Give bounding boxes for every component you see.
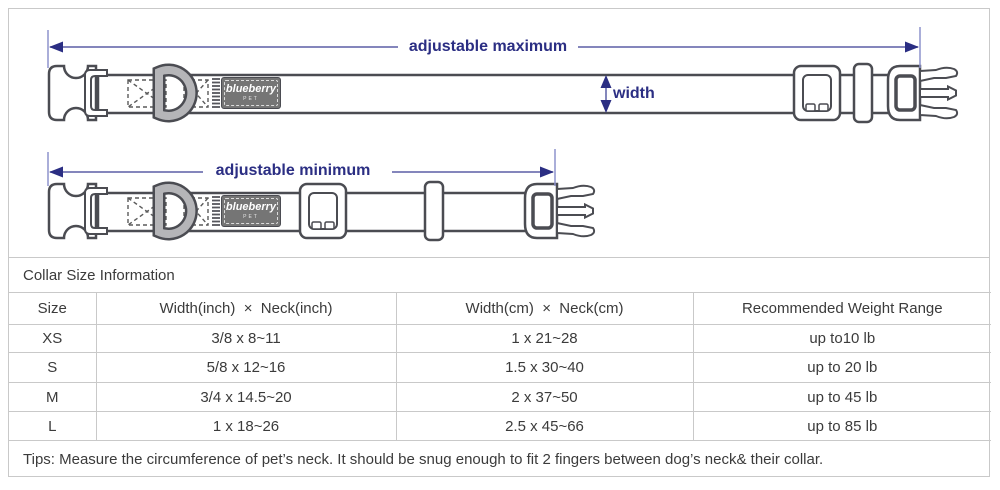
tips-text: Tips: Measure the circumference of pet’s… — [23, 450, 824, 468]
adjustable-minimum-label: adjustable minimum — [215, 162, 371, 179]
cm-cell: 2.5 x 45~66 — [395, 411, 693, 441]
dimension-lines — [50, 46, 918, 173]
table-row-l: L 1 x 18~26 2.5 x 45~66 up to 85 lb — [9, 411, 992, 441]
header-weight-range: Recommended Weight Range — [692, 292, 992, 325]
inch-cell: 3/4 x 14.5~20 — [95, 382, 396, 412]
clip-buckle-icon — [886, 64, 959, 122]
size-cell: XS — [9, 324, 96, 353]
table-title-row: Collar Size Information — [9, 258, 992, 293]
clip-buckle-icon — [523, 182, 596, 240]
collar-size-table: Collar Size Information Size Width(inch)… — [9, 258, 992, 478]
table-tips-row: Tips: Measure the circumference of pet’s… — [9, 441, 991, 478]
header-width-inch: Width(inch) × Neck(inch) — [95, 292, 396, 325]
keeper-loop-icon — [423, 180, 445, 242]
cm-cell: 1.5 x 30~40 — [395, 352, 693, 383]
brand-sub: PET — [243, 96, 259, 102]
weight-cell: up to 45 lb — [692, 382, 992, 412]
extension-lines — [47, 27, 921, 186]
weight-cell: up to10 lb — [692, 324, 992, 353]
triglide-slider-icon — [298, 182, 348, 240]
table-row-s: S 5/8 x 12~16 1.5 x 30~40 up to 20 lb — [9, 352, 992, 383]
brand-sub: PET — [243, 214, 259, 220]
brand-tag: blueberry PET — [221, 195, 281, 227]
header-size: Size — [9, 292, 96, 325]
brand-name: blueberry — [225, 83, 277, 95]
inch-cell: 3/8 x 8~11 — [95, 324, 396, 353]
collar-diagram-area — [9, 9, 989, 258]
brand-tag: blueberry PET — [221, 77, 281, 109]
weight-cell: up to 85 lb — [692, 411, 992, 441]
triglide-slider-icon — [792, 64, 842, 122]
header-width-cm: Width(cm) × Neck(cm) — [395, 292, 693, 325]
inch-cell: 5/8 x 12~16 — [95, 352, 396, 383]
cm-cell: 1 x 21~28 — [395, 324, 693, 353]
size-cell: L — [9, 411, 96, 441]
adjustable-maximum-label: adjustable maximum — [408, 38, 568, 55]
cm-cell: 2 x 37~50 — [395, 382, 693, 412]
table-row-m: M 3/4 x 14.5~20 2 x 37~50 up to 45 lb — [9, 382, 992, 412]
width-label: width — [613, 85, 655, 102]
weight-cell: up to 20 lb — [692, 352, 992, 383]
size-cell: M — [9, 382, 96, 412]
brand-name: blueberry — [225, 201, 277, 213]
table-header-row: Size Width(inch) × Neck(inch) Width(cm) … — [9, 292, 992, 325]
table-title: Collar Size Information — [9, 258, 992, 293]
inch-cell: 1 x 18~26 — [95, 411, 396, 441]
size-cell: S — [9, 352, 96, 383]
arrowheads — [49, 41, 919, 178]
keeper-loop-icon — [852, 62, 874, 124]
table-row-xs: XS 3/8 x 8~11 1 x 21~28 up to10 lb — [9, 324, 992, 353]
